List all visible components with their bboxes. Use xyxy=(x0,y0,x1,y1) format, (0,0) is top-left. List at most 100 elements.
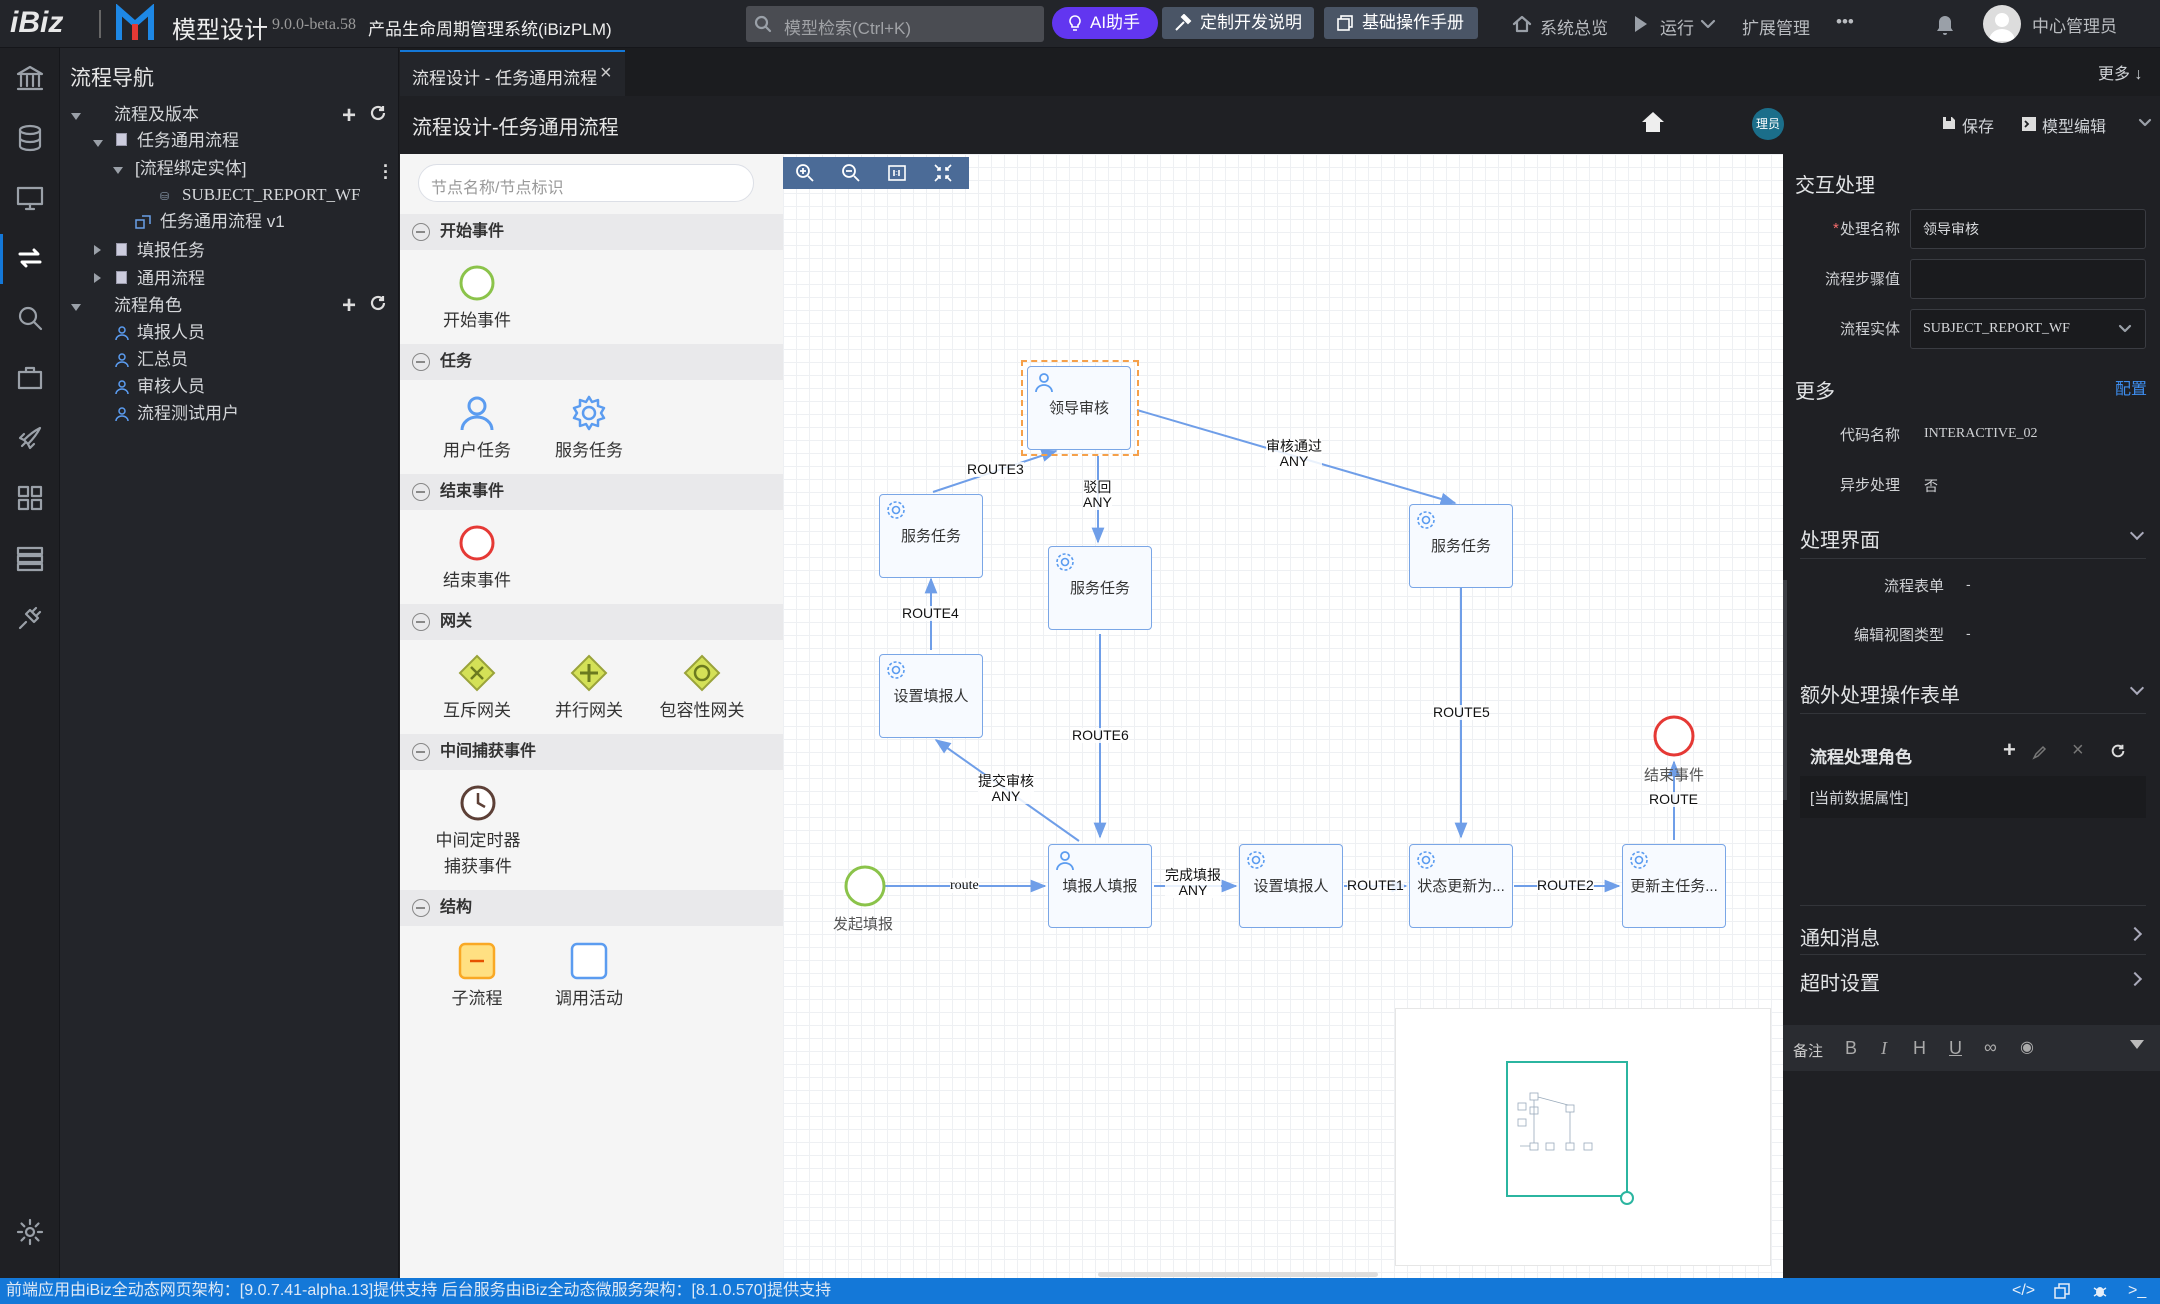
timeout-section-title[interactable]: 超时设置 xyxy=(1800,973,1880,995)
horizontal-scrollbar[interactable] xyxy=(1098,1272,1378,1277)
manual-button[interactable]: 基础操作手册 xyxy=(1324,7,1478,39)
end-event-node[interactable] xyxy=(1652,714,1696,758)
fit-icon[interactable] xyxy=(933,163,953,183)
add-icon[interactable]: + xyxy=(342,102,357,129)
tree-item-fill-task[interactable]: 填报任务 xyxy=(137,241,205,260)
home-icon[interactable] xyxy=(1512,14,1532,34)
node-leader-approval[interactable]: 领导审核 xyxy=(1027,366,1131,450)
node-set-filler[interactable]: 设置填报人 xyxy=(879,654,983,738)
node-service-task[interactable]: 服务任务 xyxy=(1048,546,1152,630)
more-tabs-button[interactable]: 更多 ↓ xyxy=(2098,66,2143,83)
zoom-in-icon[interactable] xyxy=(795,163,815,183)
delete-icon[interactable]: × xyxy=(2072,739,2084,761)
tree-item-role[interactable]: 填报人员 xyxy=(137,323,205,342)
rocket-icon[interactable] xyxy=(14,422,46,454)
run-menu[interactable]: 运行 xyxy=(1660,19,1694,38)
more-vertical-icon[interactable]: ... xyxy=(383,151,389,183)
terminal-icon[interactable]: >_ xyxy=(2128,1282,2147,1299)
chevron-down-icon[interactable] xyxy=(1700,18,1716,30)
palette-call-activity[interactable]: 调用活动 xyxy=(546,942,632,1012)
model-edit-button[interactable]: 模型编辑 xyxy=(2042,119,2107,136)
expand-caret-icon[interactable] xyxy=(71,113,81,120)
search-box[interactable]: 模型检索(Ctrl+K) xyxy=(746,6,1044,42)
actual-size-icon[interactable] xyxy=(887,163,907,183)
minimap-viewport[interactable] xyxy=(1506,1061,1628,1197)
refresh-icon[interactable] xyxy=(369,104,387,122)
heading-icon[interactable]: H xyxy=(1913,1038,1926,1058)
tree-item-role[interactable]: 汇总员 xyxy=(137,350,188,369)
minimap-resize-handle[interactable] xyxy=(1620,1191,1634,1205)
avatar[interactable] xyxy=(1983,5,2021,43)
palette-user-task[interactable]: 用户任务 xyxy=(434,394,520,464)
bold-icon[interactable]: B xyxy=(1845,1038,1858,1058)
node-status-update[interactable]: 状态更新为... xyxy=(1409,844,1513,928)
props-scrollbar[interactable] xyxy=(1783,580,1787,800)
preview-icon[interactable]: ◉ xyxy=(2020,1039,2034,1056)
tree-item-flow[interactable]: 任务通用流程 xyxy=(137,131,239,150)
node-filler-fill[interactable]: 填报人填报 xyxy=(1048,844,1152,928)
refresh-icon[interactable] xyxy=(369,294,387,312)
palette-exclusive-gateway[interactable]: 互斥网关 xyxy=(434,654,520,724)
palette-parallel-gateway[interactable]: 并行网关 xyxy=(546,654,632,724)
save-button[interactable]: 保存 xyxy=(1962,119,1995,136)
bell-icon[interactable] xyxy=(1932,11,1958,37)
group-start-event[interactable]: 开始事件 xyxy=(400,214,783,250)
add-icon[interactable]: + xyxy=(2003,737,2016,762)
close-icon[interactable]: × xyxy=(600,62,612,84)
name-field[interactable]: 领导审核 xyxy=(1910,209,2146,249)
edit-icon[interactable] xyxy=(2032,744,2048,760)
group-intermediate-event[interactable]: 中间捕获事件 xyxy=(400,734,783,770)
plugin-icon[interactable] xyxy=(14,602,46,634)
chevron-down-icon[interactable] xyxy=(2138,118,2152,128)
palette-end-event[interactable]: 结束事件 xyxy=(440,524,514,594)
link-icon[interactable]: ∞ xyxy=(1984,1037,1997,1057)
palette-search-input[interactable]: 节点名称/节点标识 xyxy=(418,164,754,202)
tree-item-bind-entity[interactable]: [流程绑定实体] xyxy=(135,159,247,178)
collapse-caret-icon[interactable] xyxy=(94,273,101,283)
zoom-out-icon[interactable] xyxy=(841,163,861,183)
server-icon[interactable] xyxy=(14,542,46,574)
custom-dev-button[interactable]: 定制开发说明 xyxy=(1162,7,1314,39)
tree-item-role[interactable]: 流程测试用户 xyxy=(137,404,239,423)
home-icon[interactable] xyxy=(1640,110,1666,134)
tree-group-roles[interactable]: 流程角色 xyxy=(114,296,182,315)
entity-select[interactable]: SUBJECT_REPORT_WF xyxy=(1910,309,2146,349)
grid-icon[interactable] xyxy=(14,482,46,514)
collapse-caret-icon[interactable] xyxy=(94,245,101,255)
refresh-icon[interactable] xyxy=(2110,743,2126,759)
ai-assistant-button[interactable]: AI助手 xyxy=(1052,7,1158,39)
caret-down-icon[interactable] xyxy=(2130,1040,2144,1049)
tree-group-flows[interactable]: 流程及版本 xyxy=(114,105,199,124)
copy-icon[interactable] xyxy=(2054,1283,2070,1299)
gear-icon[interactable] xyxy=(14,1216,46,1248)
group-end-event[interactable]: 结束事件 xyxy=(400,474,783,510)
step-field[interactable] xyxy=(1910,259,2146,299)
minimap[interactable] xyxy=(1395,1008,1771,1266)
group-gateway[interactable]: 网关 xyxy=(400,604,783,640)
expand-caret-icon[interactable] xyxy=(113,167,123,174)
user-avatar[interactable]: 理员 xyxy=(1752,108,1784,140)
chevron-down-icon[interactable] xyxy=(2118,324,2132,334)
role-row[interactable]: [当前数据属性] xyxy=(1800,776,2146,818)
ui-section-title[interactable]: 处理界面 xyxy=(1800,530,1880,552)
tree-item-common-flow[interactable]: 通用流程 xyxy=(137,269,205,288)
group-structure[interactable]: 结构 xyxy=(400,890,783,926)
node-set-filler[interactable]: 设置填报人 xyxy=(1239,844,1343,928)
expand-caret-icon[interactable] xyxy=(71,304,81,311)
config-link[interactable]: 配置 xyxy=(2115,381,2148,398)
palette-inclusive-gateway[interactable]: 包容性网关 xyxy=(654,654,750,724)
bug-icon[interactable] xyxy=(2092,1283,2108,1299)
briefcase-icon[interactable] xyxy=(14,362,46,394)
tree-item-entity[interactable]: SUBJECT_REPORT_WF xyxy=(182,185,361,204)
italic-icon[interactable]: I xyxy=(1881,1038,1887,1058)
node-service-task[interactable]: 服务任务 xyxy=(1409,504,1513,588)
expand-caret-icon[interactable] xyxy=(93,140,103,147)
play-icon[interactable] xyxy=(1632,14,1650,34)
start-event-node[interactable] xyxy=(843,864,887,908)
overview-link[interactable]: 系统总览 xyxy=(1540,19,1608,38)
group-task[interactable]: 任务 xyxy=(400,344,783,380)
palette-start-event[interactable]: 开始事件 xyxy=(440,264,514,334)
logo[interactable]: iBiz xyxy=(10,6,64,39)
extra-section-title[interactable]: 额外处理操作表单 xyxy=(1800,685,1960,707)
node-update-main-task[interactable]: 更新主任务... xyxy=(1622,844,1726,928)
